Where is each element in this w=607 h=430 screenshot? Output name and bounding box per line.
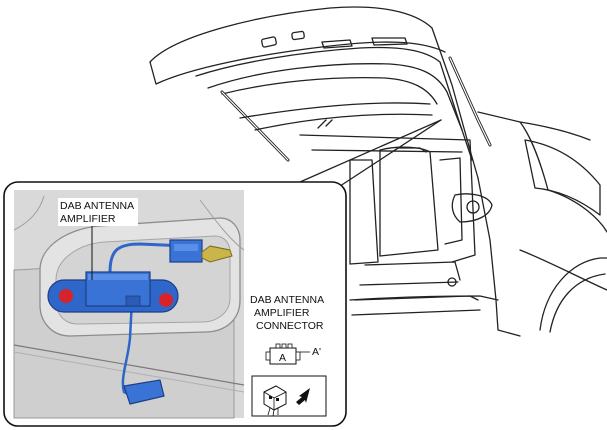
connector-label-line1: DAB ANTENNA: [250, 294, 324, 306]
connector-label-line2: AMPLIFIER: [254, 307, 310, 319]
amplifier-label-line2: AMPLIFIER: [60, 213, 116, 225]
antenna-lead-cap: [123, 379, 165, 405]
detail-callout: DAB ANTENNA AMPLIFIER DAB ANTENNA AMPLIF…: [3, 181, 347, 427]
amplifier-connector: [169, 239, 233, 263]
antenna-feeder-cable: [121, 299, 137, 400]
bolt-marker-right: [159, 293, 173, 307]
connector-label-line3: CONNECTOR: [256, 320, 324, 332]
direction-arrow-icon: [296, 388, 310, 405]
bolt-marker-left: [59, 289, 73, 303]
connector-terminal-letter: A: [279, 352, 286, 364]
harness-side-view: [251, 375, 327, 417]
vehicle-illustration: [149, 6, 607, 337]
terminal-reference-label: A': [312, 346, 321, 358]
amplifier-cable: [108, 242, 187, 273]
connector-face-symbol: A A': [265, 343, 321, 365]
amplifier-label-line1: DAB ANTENNA: [60, 200, 134, 212]
